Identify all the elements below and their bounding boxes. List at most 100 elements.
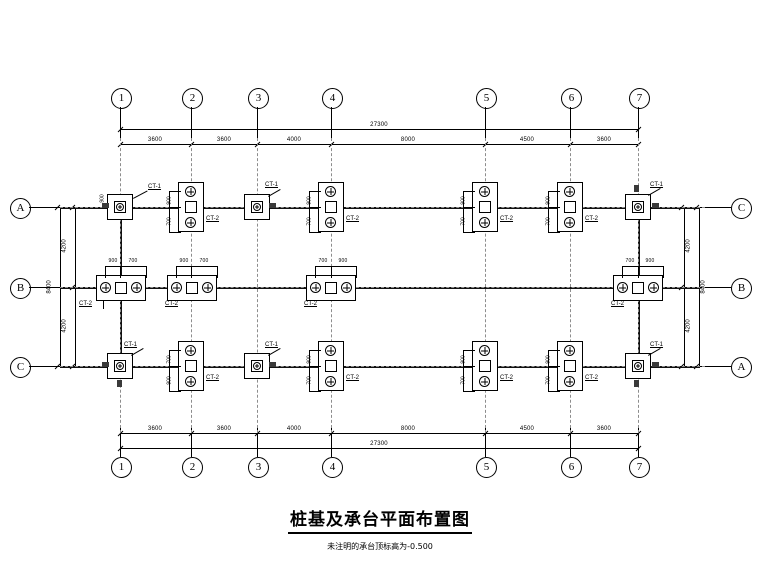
grid-bubble-bottom-2[interactable]: 2 xyxy=(182,457,203,478)
pile-symbol xyxy=(325,217,336,228)
grid-stem-bottom-2 xyxy=(191,426,192,457)
dim-cap-6A-900: 900 xyxy=(545,196,552,205)
dim-line-cap-5C xyxy=(463,350,464,391)
cap-label-CT1-7A: CT-1 xyxy=(650,182,664,188)
column-2B xyxy=(186,282,198,294)
cap-label-CT1-3A: CT-1 xyxy=(265,182,279,188)
dim-ext-cap-2C xyxy=(169,391,181,392)
grid-bubble-label: B xyxy=(16,282,25,294)
column-6C xyxy=(564,360,576,372)
dim-top-span-4: 8000 xyxy=(400,137,416,143)
drawing-note: 未注明的承台顶标高为-0.500 xyxy=(327,542,433,551)
dim-bottom-total: 27300 xyxy=(370,441,388,447)
section-marker xyxy=(102,362,109,367)
dim-line-right-overall xyxy=(699,207,700,366)
dim-cap-4A-900: 900 xyxy=(306,196,313,205)
column-6A xyxy=(564,201,576,213)
grid-bubble-label: B xyxy=(737,282,746,294)
grid-bubble-top-2[interactable]: 2 xyxy=(182,88,203,109)
dim-cap-4C-700: 700 xyxy=(306,376,313,385)
grid-bubble-bottom-7[interactable]: 7 xyxy=(629,457,650,478)
grid-bubble-bottom-6[interactable]: 6 xyxy=(561,457,582,478)
grid-stem-top-3 xyxy=(257,107,258,138)
dim-ext-cap-6A xyxy=(548,232,560,233)
dim-cap-6C-700: 700 xyxy=(545,376,552,385)
dim-cap-2A-700: 700 xyxy=(166,217,173,226)
grid-bubble-top-4[interactable]: 4 xyxy=(322,88,343,109)
dim-bottom-span-6: 3600 xyxy=(596,426,612,432)
section-marker xyxy=(634,185,639,192)
axis-line-6 xyxy=(570,138,571,433)
dim-cap-6B-900: 900 xyxy=(645,258,655,264)
cap-label-CT2-6B: CT-2 xyxy=(611,301,625,307)
grid-bubble-top-3[interactable]: 3 xyxy=(248,88,269,109)
grid-stem-bottom-5 xyxy=(485,426,486,457)
dim-cap-3B-900: 900 xyxy=(338,258,348,264)
dim-ext-cap-1B xyxy=(105,266,106,278)
axis-line-B xyxy=(60,287,705,288)
dim-cap-5C-700: 700 xyxy=(460,376,467,385)
cap-label-CT2-6C: CT-2 xyxy=(585,375,599,381)
dim-bottom-span-3: 4000 xyxy=(286,426,302,432)
dim-ext-cap-4A xyxy=(309,191,321,192)
cap-label-CT1-3C: CT-1 xyxy=(265,342,279,348)
axis-line-3 xyxy=(257,138,258,433)
dim-ext-cap-5A xyxy=(463,207,475,208)
grid-stem-left-B xyxy=(29,287,60,288)
section-marker xyxy=(634,380,639,387)
grid-bubble-label: 7 xyxy=(636,92,643,104)
dim-ext-cap-4C xyxy=(309,366,321,367)
grid-stem-left-C xyxy=(29,366,60,367)
grid-bubble-bottom-5[interactable]: 5 xyxy=(476,457,497,478)
grid-bubble-top-5[interactable]: 5 xyxy=(476,88,497,109)
pile-symbol xyxy=(116,362,124,370)
cap-label-CT2-3B: CT-2 xyxy=(304,301,318,307)
section-marker xyxy=(117,380,122,387)
pile-symbol xyxy=(634,203,642,211)
axis-line-C xyxy=(60,366,705,367)
dim-cap-6A-700: 700 xyxy=(545,217,552,226)
dim-cap-5A-700: 700 xyxy=(460,217,467,226)
grid-bubble-top-6[interactable]: 6 xyxy=(561,88,582,109)
grid-bubble-label: 4 xyxy=(329,461,336,473)
dim-ext-cap-5A xyxy=(463,232,475,233)
pile-symbol xyxy=(310,282,321,293)
cap-label-CT2-6A: CT-2 xyxy=(585,216,599,222)
cap-label-CT2-2B: CT-2 xyxy=(165,301,179,307)
grid-stem-top-5 xyxy=(485,107,486,138)
cap-label-CT1-1A: CT-1 xyxy=(148,184,162,190)
grid-bubble-bottom-3[interactable]: 3 xyxy=(248,457,269,478)
leader-line xyxy=(133,190,148,199)
dim-ext-cap-1B xyxy=(146,266,147,278)
axis-line-A xyxy=(60,207,705,208)
grid-bubble-top-1[interactable]: 1 xyxy=(111,88,132,109)
grid-bubble-label: 1 xyxy=(118,92,125,104)
dim-line-cap-6A xyxy=(548,191,549,232)
grid-stem-top-4 xyxy=(331,107,332,138)
grid-bubble-left-B[interactable]: B xyxy=(10,278,31,299)
cap-label-CT1-1C: CT-1 xyxy=(124,342,138,348)
dim-bottom-span-2: 3600 xyxy=(216,426,232,432)
dim-ext-cap-2C xyxy=(169,366,181,367)
dim-top-span-3: 4000 xyxy=(286,137,302,143)
pile-symbol xyxy=(325,376,336,387)
pile-symbol xyxy=(185,376,196,387)
dim-line-cap-1B xyxy=(105,266,146,267)
grid-bubble-right-A[interactable]: A xyxy=(731,357,752,378)
grid-bubble-bottom-4[interactable]: 4 xyxy=(322,457,343,478)
grid-bubble-top-7[interactable]: 7 xyxy=(629,88,650,109)
grid-bubble-right-B[interactable]: B xyxy=(731,278,752,299)
section-marker xyxy=(652,362,659,367)
grid-bubble-left-A[interactable]: A xyxy=(10,198,31,219)
column-2C xyxy=(185,360,197,372)
grid-bubble-bottom-1[interactable]: 1 xyxy=(111,457,132,478)
dim-ext-cap-6B xyxy=(638,266,639,278)
pile-symbol xyxy=(131,282,142,293)
cap-label-CT2-4C: CT-2 xyxy=(346,375,360,381)
pile-symbol xyxy=(325,186,336,197)
column-5A xyxy=(479,201,491,213)
dim-ext-cap-4C xyxy=(309,391,321,392)
grid-bubble-right-C[interactable]: C xyxy=(731,198,752,219)
grid-bubble-left-C[interactable]: C xyxy=(10,357,31,378)
